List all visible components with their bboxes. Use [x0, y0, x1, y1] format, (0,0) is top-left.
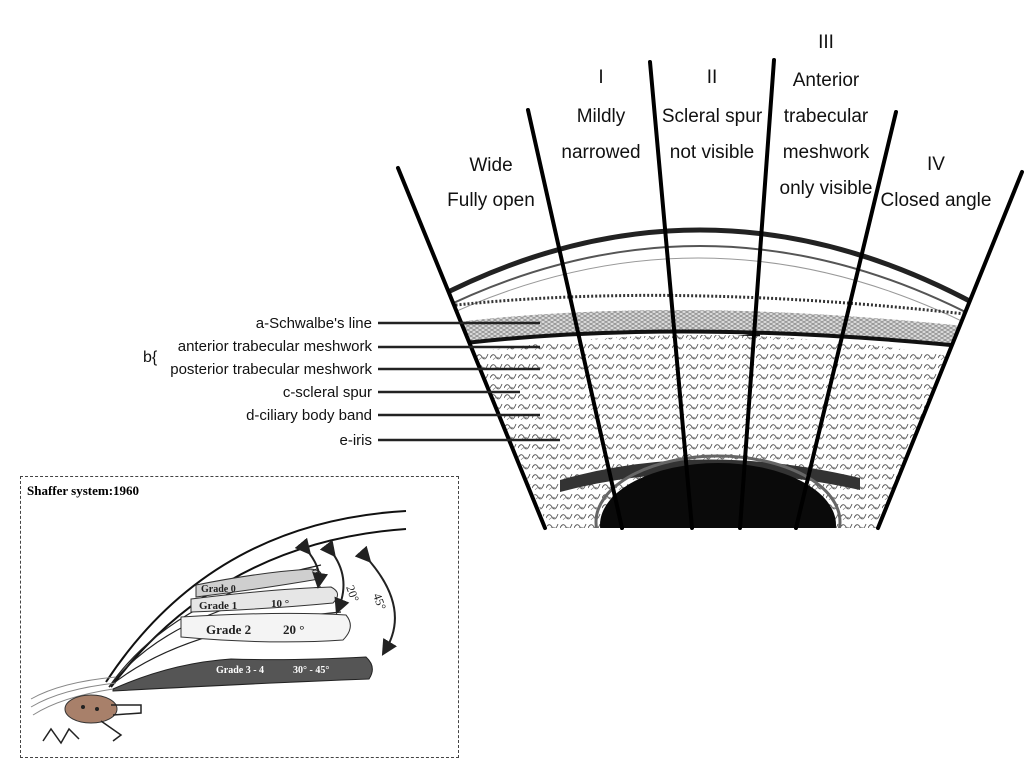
arc-45-label: 45°	[370, 591, 389, 612]
divider-line-3	[648, 60, 694, 530]
trabecular-meshwork-band	[400, 310, 1000, 352]
grade-three-numeral: III	[818, 32, 834, 53]
divider-line-6	[876, 170, 1024, 530]
arc-20-label: 20°	[343, 583, 362, 604]
iris-root-detail	[30, 676, 142, 745]
grade-1-angle: 10 °	[271, 598, 289, 610]
arc-20-deg	[319, 539, 350, 615]
grade-34-label: Grade 3 - 4	[216, 665, 264, 676]
grade-0-label: Grade 0	[201, 584, 236, 595]
ciliary-body	[64, 694, 118, 724]
grade-2-label: Grade 2	[206, 622, 251, 637]
arc-45-deg	[354, 545, 397, 656]
grade-three-line2: trabecular	[784, 106, 869, 127]
grade-two-numeral: II	[707, 67, 718, 88]
grade-four-numeral: IV	[927, 154, 945, 175]
eye-segment-drawing	[398, 227, 1022, 528]
inset-title: Shaffer system:1960	[27, 483, 140, 498]
shaffer-inset-panel: Grade 0 Grade 1 10 ° Grade 2 20 ° Grade …	[20, 476, 459, 758]
label-b-bracket: b{	[143, 349, 158, 366]
label-anterior-trabecular: anterior trabecular meshwork	[178, 338, 373, 355]
grade-one-line2: narrowed	[561, 142, 640, 163]
inset-cornea-outer	[105, 510, 407, 683]
divider-line-4	[738, 58, 776, 530]
grade-two-line2: not visible	[670, 142, 755, 163]
cornea-outer-arc	[398, 227, 1022, 333]
divider-line-2	[526, 108, 624, 530]
grade-one-numeral: I	[598, 67, 603, 88]
grade-two-line1: Scleral spur	[662, 106, 763, 127]
grade-three-line4: only visible	[780, 178, 873, 199]
label-ciliary-body-band: d-ciliary body band	[246, 407, 372, 424]
structure-leader-lines	[378, 321, 560, 442]
grade-34-shape	[112, 656, 373, 692]
grade-34-angle: 30° - 45°	[293, 665, 329, 676]
grade-wide-line1: Wide	[469, 155, 512, 176]
divider-line-5	[794, 110, 898, 530]
grade-divider-lines	[396, 58, 1024, 530]
grade-three-line1: Anterior	[793, 70, 860, 91]
label-posterior-trabecular: posterior trabecular meshwork	[170, 361, 372, 378]
cornea-inner-arc	[398, 245, 1021, 343]
grade-wide-line2: Fully open	[447, 190, 535, 211]
label-schwalbe-line: a-Schwalbe's line	[256, 315, 372, 332]
grade-2-angle: 20 °	[283, 622, 304, 637]
pupil	[600, 463, 836, 528]
arc-10-deg	[294, 537, 329, 589]
schwalbe-line-band	[399, 293, 1001, 320]
grade-1-label: Grade 1	[199, 600, 237, 612]
label-iris: e-iris	[340, 432, 373, 449]
grade-2-shape	[180, 612, 351, 643]
inset-cornea-inner	[110, 528, 407, 688]
grade-four-line1: Closed angle	[881, 190, 992, 211]
shaffer-diagram: Grade 0 Grade 1 10 ° Grade 2 20 ° Grade …	[30, 510, 407, 745]
grade-three-line3: meshwork	[783, 142, 870, 163]
label-scleral-spur: c-scleral spur	[283, 384, 372, 401]
grade-one-line1: Mildly	[577, 106, 626, 127]
